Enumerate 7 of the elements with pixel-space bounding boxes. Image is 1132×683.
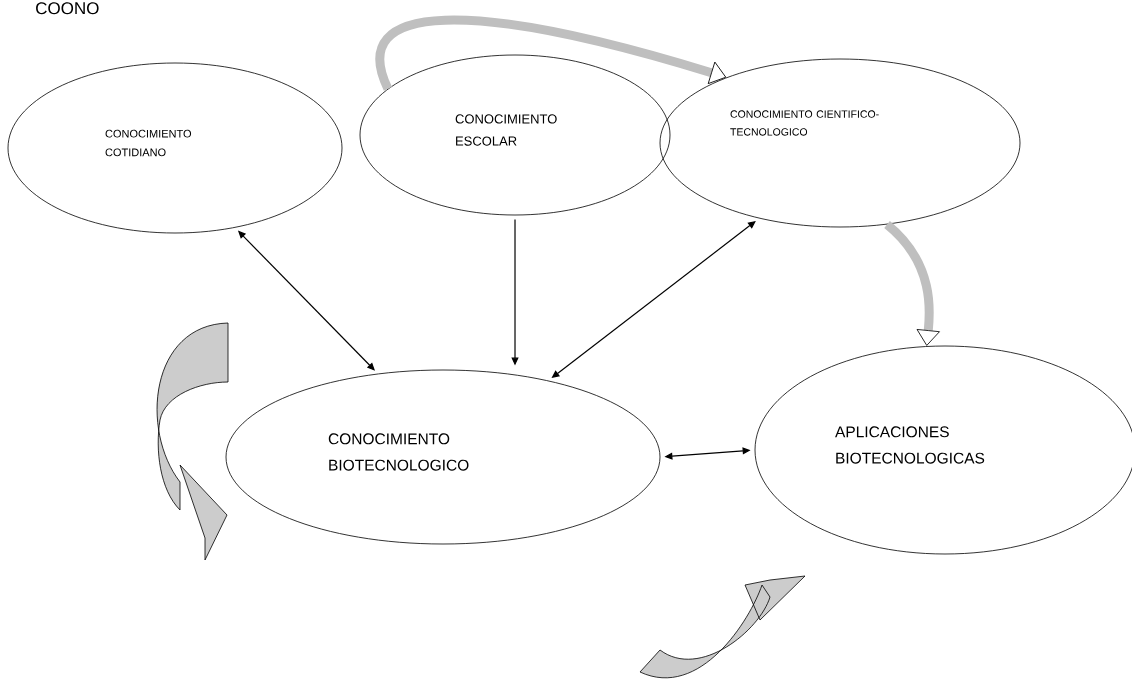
ellipse-node: CONOCIMIENTO ESCOLAR [359, 54, 671, 216]
ellipse-node: CONOCIMIENTO BIOTECNOLOGICO [225, 369, 661, 545]
ellipse-node: CONOCIMIENTO CIENTIFICO- TECNOLOGICO [659, 58, 1021, 228]
heading-text: COONO [36, 2, 99, 15]
ellipse-node: CONOCIMIENTO COTIDIANO [7, 62, 343, 234]
curved-block-arrow [376, 15, 727, 91]
curved-block-arrow [884, 221, 940, 346]
